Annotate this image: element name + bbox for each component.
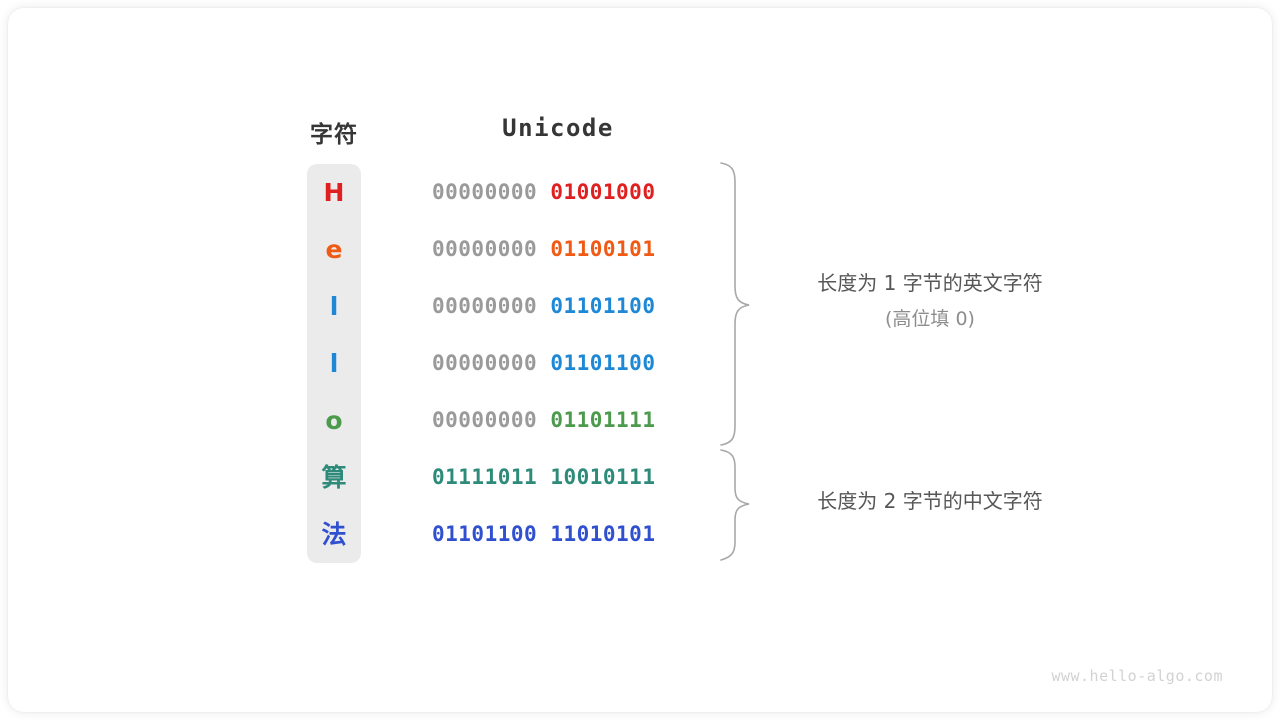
row-character: 算	[321, 463, 347, 492]
row-high-byte: 00000000	[432, 180, 538, 204]
row-unicode-bits: 00000000 01101100	[432, 335, 684, 392]
column-header-character: 字符	[310, 121, 358, 147]
row-unicode-bits: 00000000 01001000	[432, 164, 684, 221]
row-low-byte: 01101100	[550, 351, 656, 375]
row-high-byte: 00000000	[432, 294, 538, 318]
annotation-one-byte-main: 长度为 1 字节的英文字符	[817, 271, 1043, 295]
row-unicode-bits: 00000000 01101100	[432, 278, 684, 335]
annotation-two-byte-main: 长度为 2 字节的中文字符	[817, 489, 1043, 513]
brace-one-byte-group	[720, 162, 750, 446]
row-unicode-bits: 00000000 01101111	[432, 392, 684, 449]
row-low-byte: 01101100	[550, 294, 656, 318]
row-high-byte: 00000000	[432, 351, 538, 375]
annotation-two-byte: 长度为 2 字节的中文字符	[770, 483, 1090, 519]
annotation-one-byte-sub: (高位填 0)	[885, 308, 975, 330]
annotation-one-byte: 长度为 1 字节的英文字符 (高位填 0)	[770, 265, 1090, 337]
encoding-row: 法 01101100 11010101	[0, 506, 1280, 563]
encoding-row: e 00000000 01100101	[0, 221, 1280, 278]
encoding-row: l 00000000 01101100	[0, 335, 1280, 392]
row-low-byte: 10010111	[550, 465, 656, 489]
row-unicode-bits: 00000000 01100101	[432, 221, 684, 278]
row-high-byte: 00000000	[432, 408, 538, 432]
row-unicode-bits: 01111011 10010111	[432, 449, 684, 506]
encoding-row: o 00000000 01101111	[0, 392, 1280, 449]
row-low-byte: 01001000	[550, 180, 656, 204]
encoding-row: 算 01111011 10010111	[0, 449, 1280, 506]
row-unicode-bits: 01101100 11010101	[432, 506, 684, 563]
row-character: 法	[321, 520, 347, 549]
row-high-byte: 00000000	[432, 237, 538, 261]
column-header-unicode: Unicode	[502, 114, 614, 142]
brace-two-byte-group	[720, 449, 750, 561]
encoding-row: H 00000000 01001000	[0, 164, 1280, 221]
character-column-panel	[307, 164, 361, 563]
watermark-url: www.hello-algo.com	[1051, 667, 1223, 685]
row-character: o	[325, 406, 343, 435]
encoding-row: l 00000000 01101100	[0, 278, 1280, 335]
row-low-byte: 11010101	[550, 522, 656, 546]
row-character: l	[329, 292, 339, 321]
row-low-byte: 01100101	[550, 237, 656, 261]
row-low-byte: 01101111	[550, 408, 656, 432]
row-character: e	[325, 235, 343, 264]
page-card	[8, 8, 1272, 712]
row-character: l	[329, 349, 339, 378]
row-high-byte: 01101100	[432, 522, 538, 546]
row-character: H	[323, 178, 345, 207]
row-high-byte: 01111011	[432, 465, 538, 489]
